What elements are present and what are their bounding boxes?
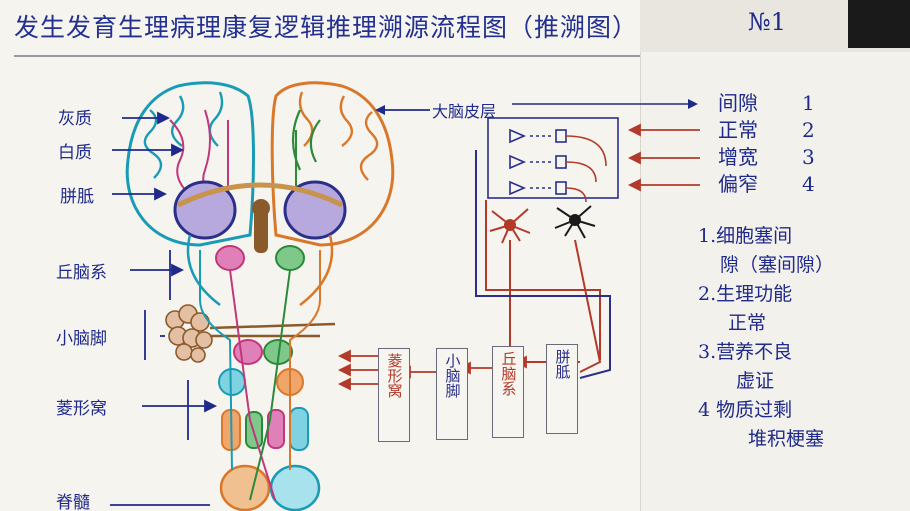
label-pons: 菱形窝 <box>56 399 107 419</box>
tract-teal <box>289 407 309 451</box>
circuit-red-connectors <box>565 135 607 203</box>
label-cerebral-cortex: 大脑皮层 <box>432 102 497 121</box>
black-neuron <box>554 205 596 239</box>
brainstem-connector <box>254 205 268 253</box>
note-line: 虚证 <box>736 370 775 392</box>
pathway-teal <box>199 250 233 471</box>
chain-box-cerebellar-peduncle: 小脑脚 <box>436 348 468 440</box>
spinal-section-left <box>219 464 271 511</box>
note-line: 2.生理功能 <box>698 283 793 305</box>
diencephalon-outline-left <box>186 234 221 306</box>
stage-number: 3 <box>802 145 815 169</box>
stage-row: 增宽 3 <box>718 144 815 171</box>
diencephalon-outline-right <box>299 234 334 306</box>
stage-number: 2 <box>802 118 815 142</box>
note-line: 正常 <box>728 312 767 334</box>
right-gyri <box>298 91 379 181</box>
pathway-orange <box>289 250 321 470</box>
stage1-arrowhead <box>688 99 698 109</box>
diagram-title: 发生发育生理病理康复逻辑推理溯源流程图（推溯图） <box>14 13 639 42</box>
cortex-arrowhead <box>375 105 385 115</box>
note-line: 隙（塞间隙） <box>720 254 835 276</box>
left-gyri <box>143 91 224 179</box>
chain-box-label: 菱形窝 <box>385 353 404 398</box>
pathway-magenta <box>229 269 276 501</box>
chain-box-corpus-callosum: 胼胝 <box>546 344 578 434</box>
stage-name: 偏窄 <box>718 172 758 196</box>
stage-name: 正常 <box>718 118 758 142</box>
chain-box-label: 小脑脚 <box>443 353 462 398</box>
right-thalamus <box>275 245 305 271</box>
notes-list: 1.细胞塞间 隙（塞间隙） 2.生理功能 正常 3.营养不良 虚证 4 物质过剩… <box>698 222 834 454</box>
right-white-matter <box>291 109 321 171</box>
brainstem-top <box>252 199 270 217</box>
left-thalamus <box>215 245 245 271</box>
circuit-frame <box>487 117 619 199</box>
label-diencephalon: 丘脑系 <box>56 263 107 283</box>
note-line: 3.营养不良 <box>698 341 793 363</box>
stage-name: 增宽 <box>718 145 758 169</box>
stage-name: 间隙 <box>718 91 758 115</box>
note-line: 4 物质过剩 <box>698 399 793 421</box>
left-ventricle <box>173 180 237 240</box>
note-line: 堆积梗塞 <box>748 428 825 450</box>
dark-background-corner <box>848 0 910 48</box>
label-gray-matter: 灰质 <box>58 109 92 129</box>
chain-box-diencephalon: 丘脑系 <box>492 346 524 438</box>
stage-row: 偏窄 4 <box>718 171 815 198</box>
chain-box-pons: 菱形窝 <box>378 348 410 442</box>
right-hemisphere-outline <box>270 81 395 247</box>
stage-number: 1 <box>802 91 815 115</box>
label-corpus-callosum: 胼胝 <box>60 187 94 207</box>
cerebellum <box>165 304 213 363</box>
pathway-green <box>249 269 291 501</box>
corpus-callosum <box>176 182 344 208</box>
stages-list: 间隙 1 正常 2 增宽 3 偏窄 4 <box>718 90 815 198</box>
descending-neuron-blue <box>475 150 611 379</box>
note-line: 1.细胞塞间 <box>698 225 793 247</box>
page-number-label: №1 <box>748 8 786 36</box>
left-label-arrows <box>110 111 218 506</box>
pons-left <box>233 339 263 365</box>
chain-box-label: 胼胝 <box>553 349 572 379</box>
chain-box-label: 丘脑系 <box>499 351 518 396</box>
stage-row: 间隙 1 <box>718 90 815 117</box>
label-white-matter: 白质 <box>58 143 92 163</box>
medulla-left <box>218 368 246 396</box>
synapse-rows <box>509 128 567 196</box>
red-neuron <box>489 208 531 244</box>
side-paper-sheet <box>640 52 910 511</box>
cerebellar-peduncle-lines <box>209 322 336 338</box>
stage-arrows <box>627 123 700 192</box>
stage-row: 正常 2 <box>718 117 815 144</box>
stage-number: 4 <box>802 172 815 196</box>
left-hemisphere-outline <box>125 81 255 247</box>
label-cerebellar-peduncle: 小脑脚 <box>56 329 107 349</box>
right-ventricle <box>283 180 347 240</box>
spinal-section-right <box>269 464 321 511</box>
label-spinal-cord: 脊髓 <box>56 493 90 511</box>
